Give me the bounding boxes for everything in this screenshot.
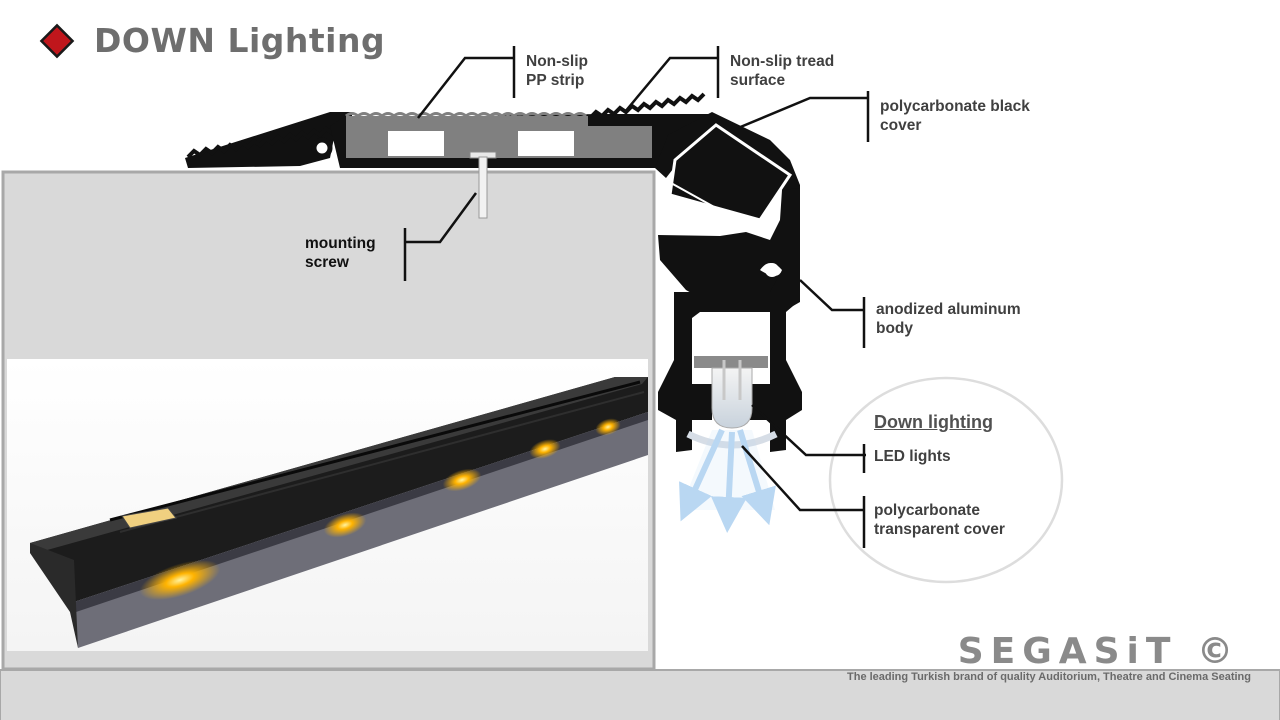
label-mounting-screw: mounting screw [305, 235, 376, 271]
label-down-lighting-heading: Down lighting [874, 412, 993, 432]
label-polycarbonate-transparent-cover: polycarbonate transparent cover [874, 502, 1005, 538]
page-title: DOWN Lighting [40, 18, 385, 62]
light-cone [680, 430, 775, 510]
label-non-slip-pp-strip: Non-slip PP strip [526, 53, 588, 89]
label-led-lights: LED lights [874, 448, 951, 465]
floor-strip [0, 669, 1280, 720]
leader-lines [403, 46, 870, 548]
title-bullet-spacer [40, 22, 76, 58]
aluminum-profile [185, 92, 802, 452]
light-beams [679, 428, 776, 533]
label-polycarbonate-black-cover: polycarbonate black cover [880, 98, 1030, 134]
title-bullet-icon [39, 23, 75, 59]
brand-tagline: The leading Turkish brand of quality Aud… [847, 671, 1251, 683]
down-lighting-callout-circle [828, 376, 1064, 584]
label-non-slip-tread-surface: Non-slip tread surface [730, 53, 835, 89]
brand-logo: SEGASiT © [957, 631, 1240, 672]
label-anodized-aluminum-body: anodized aluminum body [876, 301, 1021, 337]
product-photo [7, 359, 648, 651]
title-text: DOWN Lighting [94, 20, 386, 60]
